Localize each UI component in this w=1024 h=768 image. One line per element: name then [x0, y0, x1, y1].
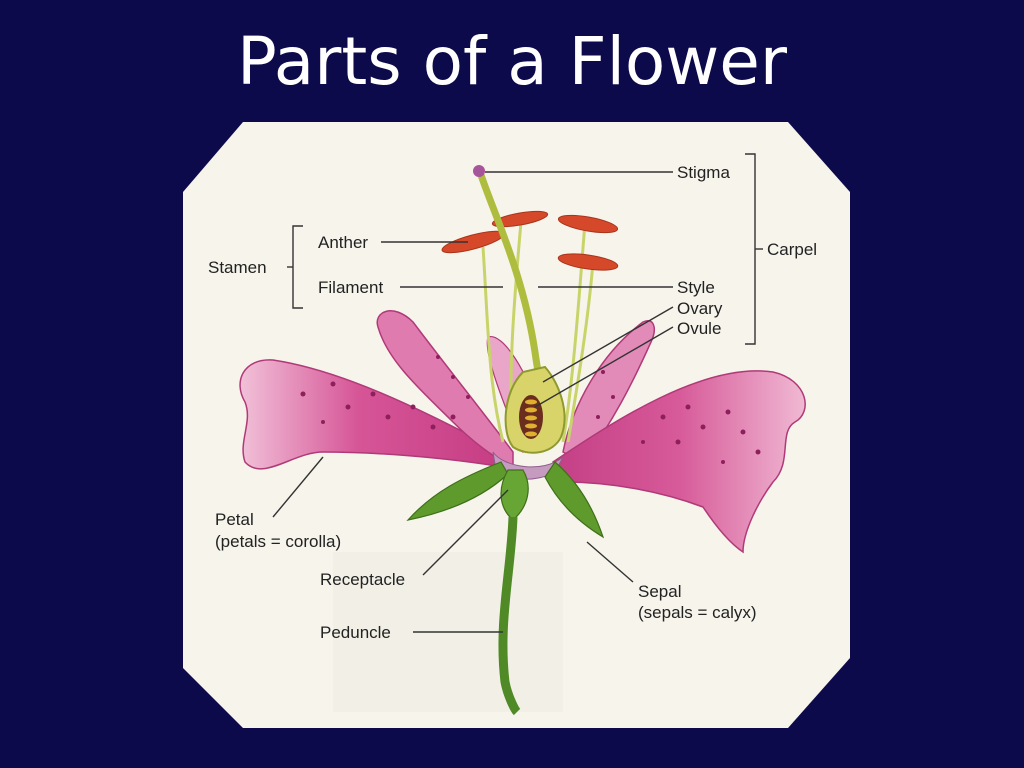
- label-ovule: Ovule: [677, 319, 721, 338]
- flower-diagram: Stigma Carpel Anther Stamen Filament Sty…: [183, 122, 850, 728]
- label-receptacle: Receptacle: [320, 570, 405, 589]
- slide-title: Parts of a Flower: [236, 23, 788, 100]
- label-sepal: Sepal: [638, 582, 681, 601]
- petal-left: [239, 359, 504, 470]
- ovules: [525, 399, 537, 437]
- label-petal: Petal: [215, 510, 254, 529]
- peduncle: [498, 516, 521, 716]
- petal-upper-right: [562, 320, 655, 463]
- label-style: Style: [677, 278, 715, 297]
- petal-right: [552, 370, 806, 554]
- label-ovary: Ovary: [677, 299, 723, 318]
- label-filament: Filament: [318, 278, 383, 297]
- label-carpel: Carpel: [767, 240, 817, 259]
- sepal-right: [544, 461, 605, 539]
- sepal-left: [406, 461, 509, 521]
- label-anther: Anther: [318, 233, 368, 252]
- label-petal-note: (petals = corolla): [215, 532, 341, 551]
- leader-lines: [272, 153, 763, 633]
- anthers: [441, 210, 619, 271]
- petal-upper-left: [376, 310, 514, 469]
- label-stigma: Stigma: [677, 163, 730, 182]
- petal-spots: [300, 355, 761, 464]
- label-stamen: Stamen: [208, 258, 267, 277]
- stigma: [473, 165, 485, 177]
- label-sepal-note: (sepals = calyx): [638, 603, 757, 622]
- label-peduncle: Peduncle: [320, 623, 391, 642]
